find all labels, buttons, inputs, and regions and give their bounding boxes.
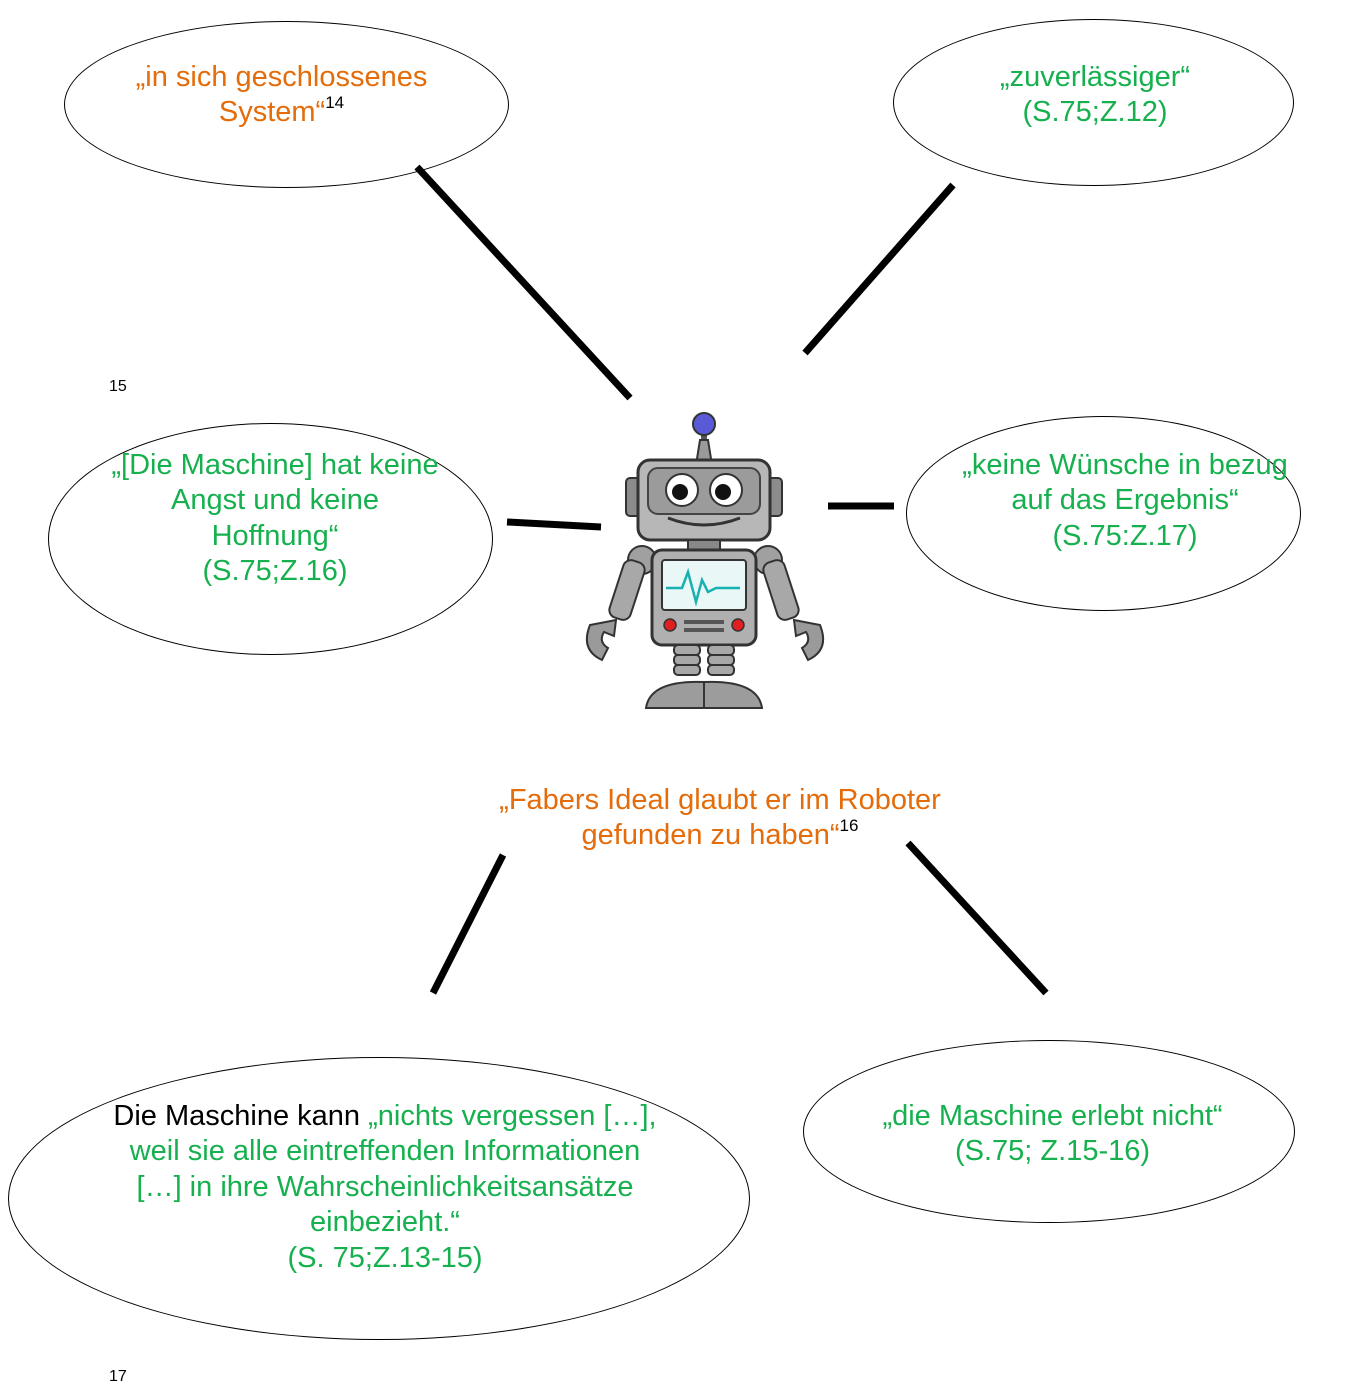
node-bottom-right-cite: (S.75; Z.15-16) (954, 1135, 1151, 1168)
node-bottom-left-prefix: Die Maschine kann (113, 1100, 361, 1132)
node-mid-right-label: „keine Wünsche in bezug auf das Ergebnis… (962, 449, 1288, 552)
node-mid-left-text: „[Die Maschine] hat keine Angst und kein… (110, 448, 440, 590)
node-bottom-left-text: Die Maschine kann „nichts vergessen […],… (105, 1099, 665, 1276)
node-top-right-text: „zuverlässiger“ (S.75;Z.12) (950, 60, 1240, 131)
connector-mid-left (506, 518, 602, 531)
node-mid-left-label: „[Die Maschine] hat keine Angst und kein… (111, 449, 439, 552)
footnote-mark-15: 15 (109, 378, 127, 395)
footnote-16: 16 (839, 816, 859, 836)
node-top-left-text: „in sich geschlossenes System“14 (104, 60, 459, 131)
footnote-mark-17: 17 (109, 1368, 127, 1385)
node-top-right-ellipse (893, 19, 1294, 186)
connector-top-right (802, 182, 956, 356)
node-top-left-ellipse (64, 21, 509, 188)
node-top-right-label: „zuverlässiger“ (999, 61, 1191, 93)
robot-icon (586, 412, 824, 709)
connector-top-left (414, 164, 633, 401)
node-bottom-right-text: „die Maschine erlebt nicht“ (S.75; Z.15-… (855, 1099, 1250, 1170)
node-mid-right-text: „keine Wünsche in bezug auf das Ergebnis… (960, 448, 1290, 554)
node-bottom-right-ellipse (803, 1040, 1295, 1223)
node-bottom-right-label: „die Maschine erlebt nicht“ (882, 1100, 1223, 1132)
node-bottom-left-ellipse (8, 1057, 750, 1340)
node-mid-left-ellipse (48, 423, 493, 655)
node-top-left-label: „in sich geschlossenes System“ (135, 61, 428, 129)
center-caption: „Fabers Ideal glaubt er im Roboter gefun… (460, 783, 980, 854)
center-caption-label: „Fabers Ideal glaubt er im Roboter gefun… (499, 784, 941, 852)
connector-bottom-left (429, 853, 507, 995)
node-mid-left-cite: (S.75;Z.16) (202, 555, 348, 588)
node-top-right-cite: (S.75;Z.12) (1022, 96, 1168, 129)
node-mid-right-ellipse (906, 416, 1301, 611)
node-bottom-left-cite: (S. 75;Z.13-15) (287, 1241, 483, 1274)
connector-bottom-right (905, 840, 1049, 996)
footnote-14: 14 (325, 93, 345, 113)
node-bottom-left-label: „nichts vergessen […], weil sie alle ein… (129, 1100, 657, 1239)
